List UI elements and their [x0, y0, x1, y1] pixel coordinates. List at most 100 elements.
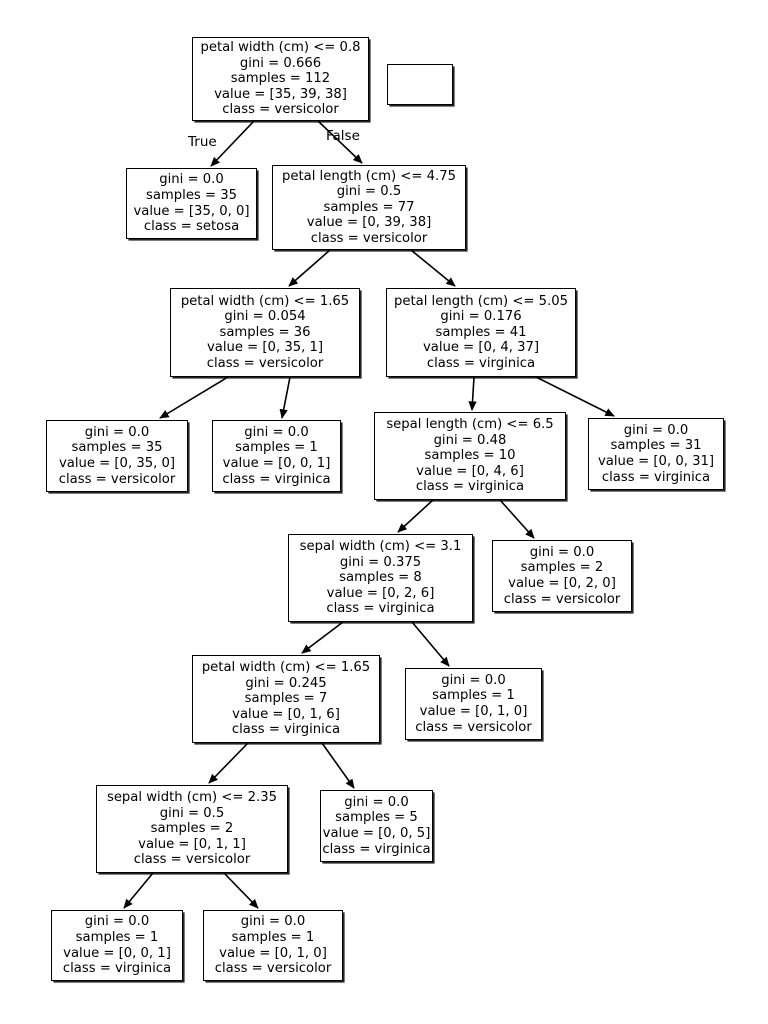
node-text-line: samples = 35 [145, 187, 238, 203]
node-text-line: gini = 0.176 [440, 309, 522, 325]
node-text-line: value = [0, 4, 6] [416, 463, 524, 479]
node-text-line: petal width (cm) <= 0.8 [200, 40, 361, 56]
tree-edge-true [208, 742, 249, 784]
node-text-line: petal width (cm) <= 1.65 [201, 660, 371, 676]
node-text-line: class = virginica [322, 841, 431, 857]
node-text-line: value = [0, 0, 1] [222, 456, 331, 471]
node-text-line: gini = 0.0 [623, 422, 689, 438]
tree-edge-true [123, 872, 154, 909]
node-text-line: class = virginica [231, 722, 341, 738]
tree-edge-false [279, 376, 291, 419]
branch-label: True [188, 134, 217, 150]
node-text-line: gini = 0.0 [441, 672, 506, 688]
node-text-line: class = versicolor [214, 961, 332, 977]
node-text-line: samples = 10 [424, 448, 516, 464]
node-text-line: value = [0, 0, 31] [597, 454, 715, 469]
tree-edge-true [301, 621, 344, 654]
node-text-line: samples = 1 [432, 688, 515, 704]
node-text-line: samples = 2 [150, 821, 234, 837]
node-text-line: sepal length (cm) <= 6.5 [386, 417, 554, 433]
tree-edge-true [397, 499, 434, 533]
branch-label: False [326, 128, 360, 144]
node-text-line: sepal width (cm) <= 2.35 [106, 790, 278, 806]
node-text-line: class = versicolor [206, 355, 324, 371]
node-text-line: class = versicolor [310, 230, 428, 246]
node-text-line: gini = 0.48 [433, 432, 507, 448]
node-text-line: class = versicolor [133, 852, 251, 868]
tree-edge-false [410, 249, 456, 287]
node-text-line: value = [0, 0, 1] [63, 945, 171, 961]
node-text-line: value = [35, 39, 38] [214, 86, 347, 102]
tree-edge-false [321, 742, 355, 789]
node-text-line: class = virginica [326, 601, 435, 617]
node-text-line: gini = 0.0 [240, 914, 306, 930]
node-text-line: samples = 7 [244, 691, 328, 707]
node-text-line: class = versicolor [503, 591, 621, 607]
node-text-line: gini = 0.0 [529, 544, 595, 560]
tree-edge-true [288, 249, 331, 287]
tree-edge-false [499, 499, 535, 539]
node-text-line: samples = 5 [335, 810, 418, 826]
node-text-line: samples = 31 [610, 438, 702, 454]
node-text-line: value = [0, 35, 1] [206, 340, 324, 356]
node-text-line: gini = 0.5 [159, 805, 225, 821]
node-text-line: gini = 0.0 [244, 424, 309, 440]
node-text-line: value = [0, 2, 0] [508, 576, 616, 591]
node-text-line: petal width (cm) <= 1.65 [180, 293, 350, 309]
node-text-line: gini = 0.0 [344, 794, 409, 810]
tree-edge-false [223, 872, 259, 909]
node-text-line: petal length (cm) <= 5.05 [393, 293, 569, 309]
node-text-line: class = setosa [143, 219, 240, 235]
node-text-line: gini = 0.0 [84, 424, 150, 440]
node-text-line: class = versicolor [58, 471, 176, 487]
node-text-line: gini = 0.245 [245, 675, 327, 691]
node-text-line: class = virginica [426, 355, 536, 371]
empty-placeholder-box [387, 64, 453, 105]
node-text-line: value = [0, 1, 0] [419, 704, 528, 719]
node-text-line: samples = 1 [231, 929, 315, 945]
node-text-line: class = versicolor [222, 102, 339, 118]
node-text-line: value = [0, 0, 5] [322, 826, 431, 841]
node-text-line: class = virginica [415, 479, 525, 495]
node-text-line: value = [0, 4, 37] [422, 340, 540, 356]
tree-edge-false [535, 376, 615, 417]
node-text-line: samples = 36 [219, 324, 311, 340]
node-text-line: petal length (cm) <= 4.75 [281, 168, 457, 184]
node-text-line: gini = 0.0 [84, 914, 150, 930]
node-text-line: samples = 2 [520, 560, 604, 576]
node-text-line: samples = 41 [435, 324, 527, 340]
node-text-line: value = [0, 1, 1] [138, 836, 246, 852]
node-text-line: gini = 0.054 [224, 309, 306, 325]
node-text-line: sepal width (cm) <= 3.1 [299, 539, 462, 555]
node-text-line: value = [0, 39, 38] [306, 215, 432, 231]
node-text-line: value = [0, 1, 6] [232, 706, 340, 722]
node-text-line: class = virginica [62, 961, 172, 977]
node-text-line: value = [0, 2, 6] [326, 585, 435, 601]
node-text-line: value = [0, 1, 0] [219, 945, 327, 961]
tree-edge-true [159, 376, 229, 419]
tree-edge-false [411, 621, 450, 667]
node-text-line: value = [0, 35, 0] [58, 456, 176, 471]
node-text-line: samples = 1 [75, 929, 159, 945]
node-text-line: value = [35, 0, 0] [133, 203, 250, 219]
node-text-line: gini = 0.666 [239, 55, 322, 71]
node-text-line: class = virginica [222, 471, 331, 487]
